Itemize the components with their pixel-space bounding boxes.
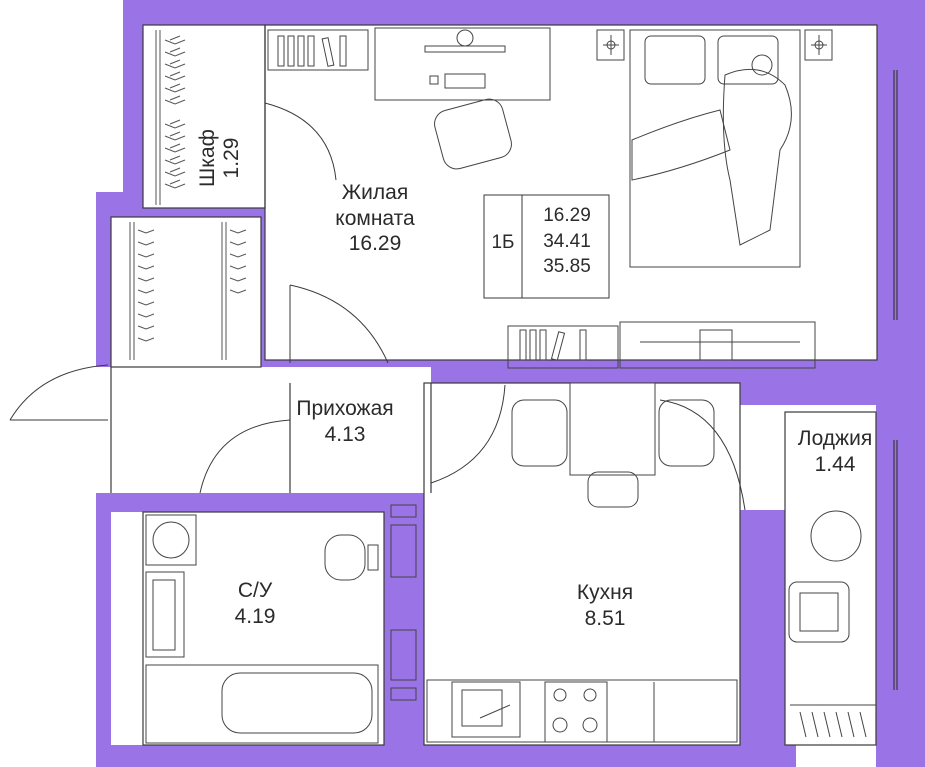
bathroom-area: 4.19 bbox=[234, 604, 276, 628]
chair-icon bbox=[434, 98, 512, 170]
bed-icon bbox=[596, 29, 833, 268]
loggia-label: Лоджия 1.44 bbox=[775, 426, 895, 477]
closet-label: Шкаф 1.29 bbox=[196, 123, 244, 193]
hallway-name: Прихожая bbox=[296, 397, 394, 420]
kitchen-label: Кухня 8.51 bbox=[530, 580, 680, 631]
summary-living-area: 16.29 bbox=[543, 205, 591, 226]
kitchen-counter bbox=[426, 679, 738, 743]
kitchen-name: Кухня bbox=[576, 581, 634, 604]
wall-bath-top bbox=[96, 490, 386, 512]
entry-outside bbox=[0, 367, 111, 493]
bath-floor bbox=[143, 512, 384, 745]
doors bbox=[9, 102, 746, 511]
summary-total-with-balcony: 35.85 bbox=[543, 256, 591, 278]
bathroom-name: С/У bbox=[237, 579, 273, 602]
bathroom-label: С/У 4.19 bbox=[200, 578, 310, 629]
desk-icon bbox=[267, 27, 551, 170]
area-summary: 16.29 34.41 35.85 bbox=[530, 203, 604, 280]
bathtub-icon bbox=[145, 664, 379, 744]
hallway-area: 4.13 bbox=[324, 422, 366, 446]
living-room-name-line1: Жилая bbox=[341, 181, 409, 204]
living-room-label: Жилая комната 16.29 bbox=[300, 180, 450, 257]
outlines bbox=[110, 24, 898, 746]
sink-icon bbox=[145, 571, 185, 658]
toilet-icon bbox=[324, 534, 366, 581]
loggia-name: Лоджия bbox=[797, 427, 873, 450]
entry-door-swing bbox=[9, 364, 109, 421]
keyboard-icon bbox=[444, 73, 486, 89]
apartment-type: 1Б bbox=[491, 232, 515, 253]
kitchen-area: 8.51 bbox=[584, 606, 626, 630]
hangers-icon bbox=[129, 30, 247, 360]
washing-machine-icon bbox=[145, 514, 197, 566]
tv-stand-icon bbox=[507, 321, 816, 369]
round-table-icon bbox=[810, 510, 862, 562]
loggia-furniture bbox=[788, 510, 876, 738]
loggia-area: 1.44 bbox=[814, 452, 856, 476]
closet-area: 1.29 bbox=[220, 137, 244, 179]
summary-total-area: 34.41 bbox=[543, 230, 591, 252]
books bbox=[277, 35, 347, 67]
closet-floor bbox=[143, 25, 265, 208]
wall-kitchen-right bbox=[740, 510, 785, 767]
dining-table-icon bbox=[511, 382, 715, 508]
stove-icon bbox=[544, 681, 608, 743]
wall-bath-left bbox=[96, 490, 111, 767]
armchair-icon bbox=[788, 581, 850, 643]
kitchen-door-gap bbox=[740, 405, 785, 510]
bath-door-swing bbox=[199, 419, 291, 494]
closet-name: Шкаф bbox=[196, 129, 219, 187]
closet-door-swing bbox=[264, 102, 337, 181]
summary-box bbox=[483, 194, 610, 299]
wall-hall-left bbox=[96, 192, 111, 367]
kitchen-sink-icon bbox=[451, 681, 521, 738]
living-room-area: 16.29 bbox=[348, 232, 402, 256]
wall-closet-left bbox=[123, 0, 143, 210]
walls bbox=[96, 0, 925, 767]
living-door-swing bbox=[289, 284, 389, 364]
kitchen-door-swing bbox=[430, 384, 506, 484]
hallway-label: Прихожая 4.13 bbox=[270, 396, 420, 447]
loggia-door-swing bbox=[659, 399, 746, 511]
wall-bottom bbox=[96, 745, 796, 767]
living-room-name-line2: комната bbox=[335, 206, 415, 230]
loggia-floor bbox=[785, 412, 876, 745]
hall-floor bbox=[111, 367, 431, 493]
bathroom-fixtures bbox=[145, 504, 417, 744]
